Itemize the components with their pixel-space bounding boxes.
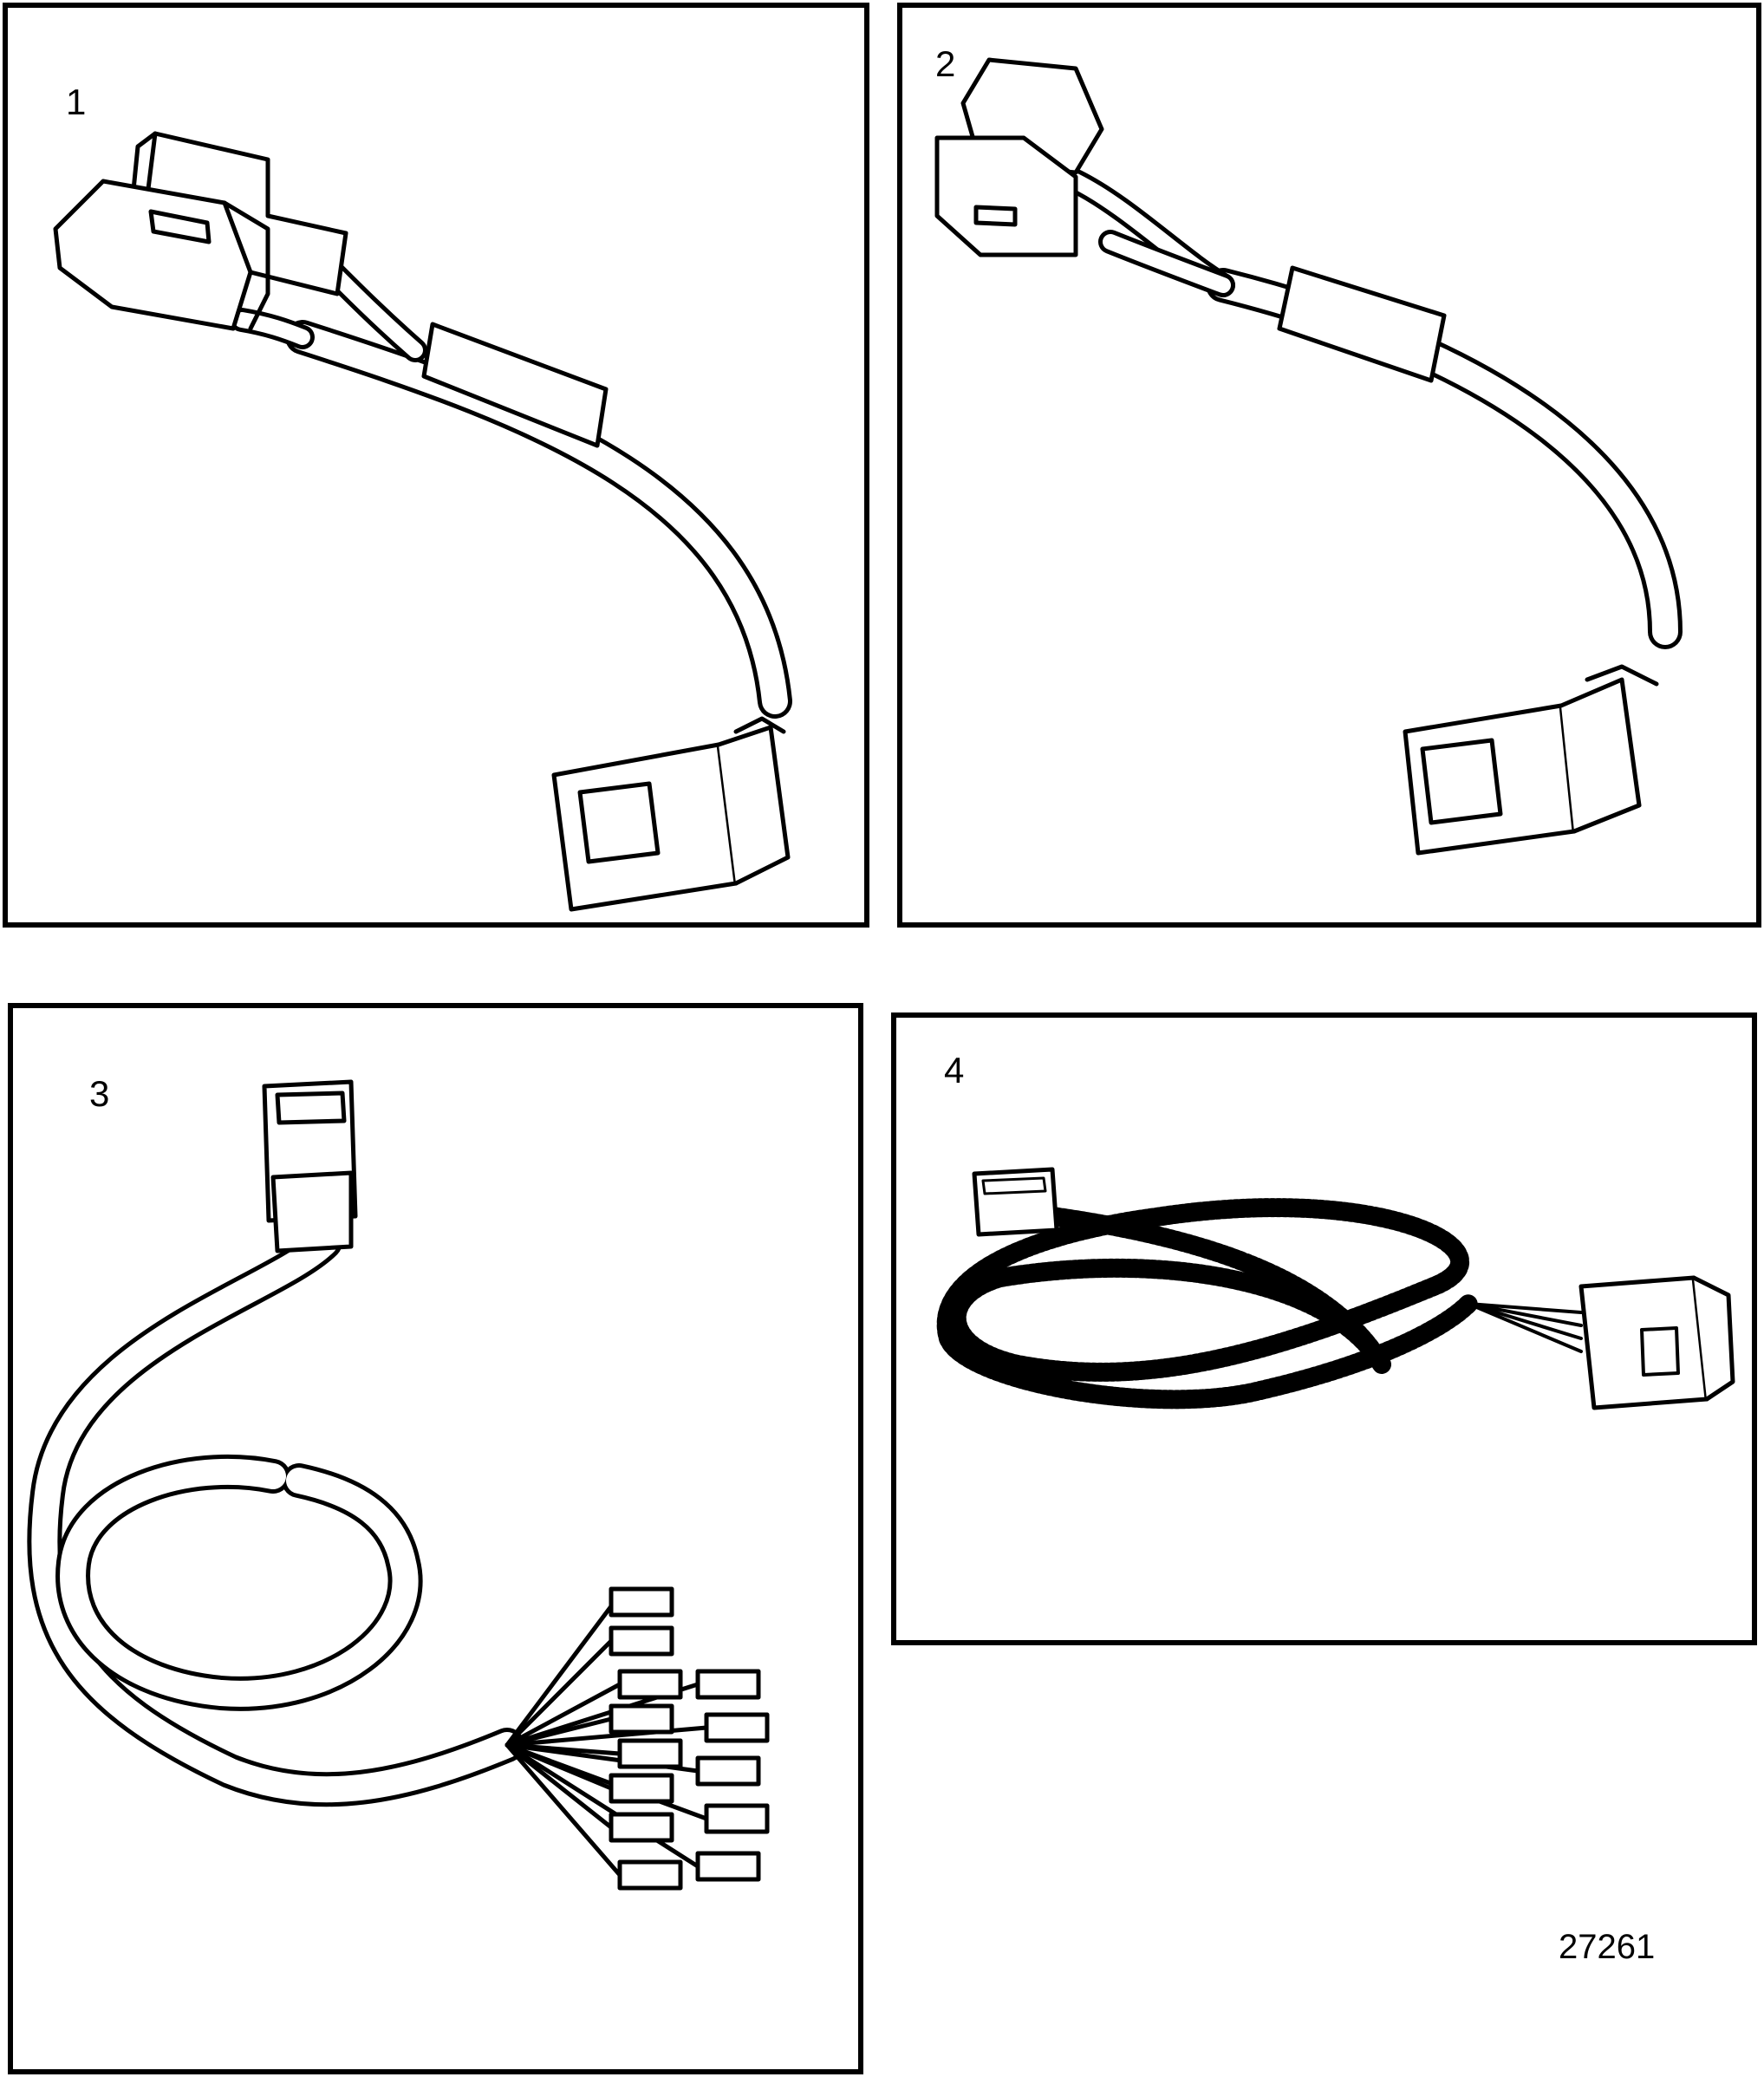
y-harness-1-drawing — [53, 131, 792, 912]
lower-connector — [53, 179, 253, 331]
cable-sleeve — [421, 322, 609, 448]
y-harness-2-drawing — [934, 57, 1683, 856]
terminal-connectors — [609, 1586, 770, 1891]
braided-harness-drawing — [936, 1167, 1735, 1410]
end-connector — [551, 742, 739, 912]
panel-2: 2 — [897, 3, 1761, 928]
cable-sleeve — [1277, 265, 1447, 383]
panel-1: 1 — [3, 3, 869, 928]
panel-number: 3 — [89, 1073, 110, 1114]
terminal-harness-drawing — [27, 1079, 770, 1891]
panel-number: 1 — [66, 81, 87, 122]
small-connector — [972, 1167, 1059, 1237]
panel-number: 4 — [944, 1050, 965, 1091]
panel-3: 3 — [8, 1003, 863, 2074]
lower-connector — [934, 135, 1078, 257]
panel-number: 2 — [935, 43, 956, 84]
panel-4: 4 — [891, 1012, 1757, 1645]
figure-id: 27261 — [1559, 1928, 1656, 1966]
end-connector — [1403, 703, 1577, 856]
